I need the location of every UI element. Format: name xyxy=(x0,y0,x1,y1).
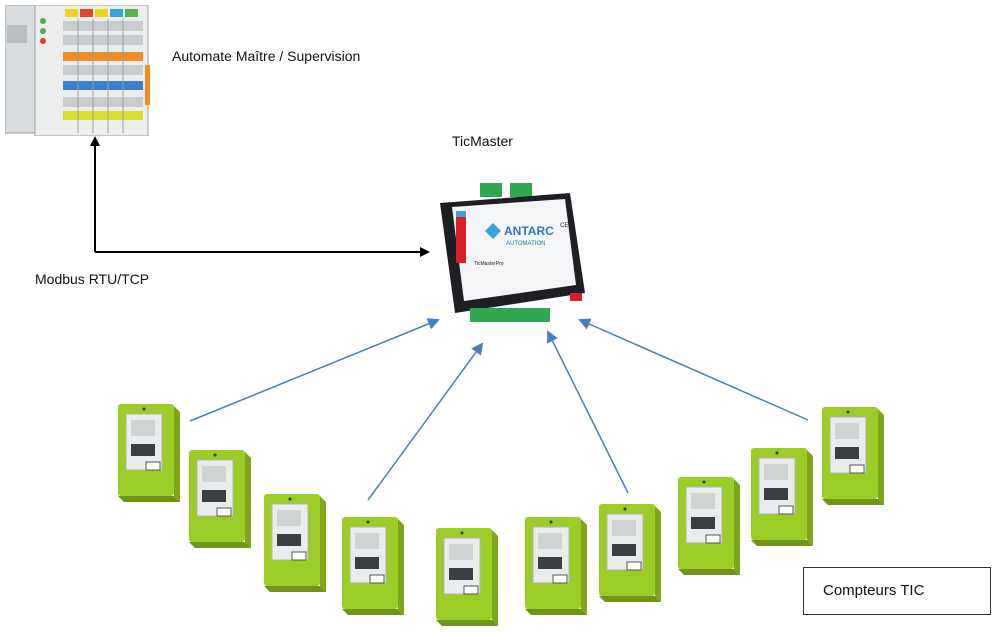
ticmaster-device: ANTARC AUTOMATION TicMasterPro CE xyxy=(440,183,585,322)
tic-meter xyxy=(262,494,328,594)
tic-meter xyxy=(676,477,742,577)
legend-label: Compteurs TIC xyxy=(823,582,925,599)
model-text: TicMasterPro xyxy=(474,261,504,267)
tic-meter xyxy=(340,517,406,617)
brand-line2: AUTOMATION xyxy=(506,241,545,247)
connection-arrows xyxy=(90,136,809,501)
meter-arrow-4 xyxy=(578,318,809,421)
tic-meter xyxy=(187,450,253,550)
plc-label: Automate Maître / Supervision xyxy=(172,48,361,64)
ce-mark: CE xyxy=(560,223,568,229)
ticmaster-label: TicMaster xyxy=(452,133,513,149)
meter-arrow-3 xyxy=(547,330,629,494)
protocol-label: Modbus RTU/TCP xyxy=(35,271,150,287)
legend-box: Compteurs TIC xyxy=(803,567,991,615)
meter-arrow-2 xyxy=(367,342,484,501)
plc-image xyxy=(5,5,150,136)
tic-meter xyxy=(434,528,500,628)
meter-arrow-1 xyxy=(189,318,440,422)
tic-meter xyxy=(116,404,182,504)
tic-meter xyxy=(820,407,886,507)
tic-meter xyxy=(597,504,663,604)
brand-line1: ANTARC xyxy=(504,224,554,238)
tic-meter xyxy=(523,517,589,617)
tic-meter xyxy=(749,448,815,548)
